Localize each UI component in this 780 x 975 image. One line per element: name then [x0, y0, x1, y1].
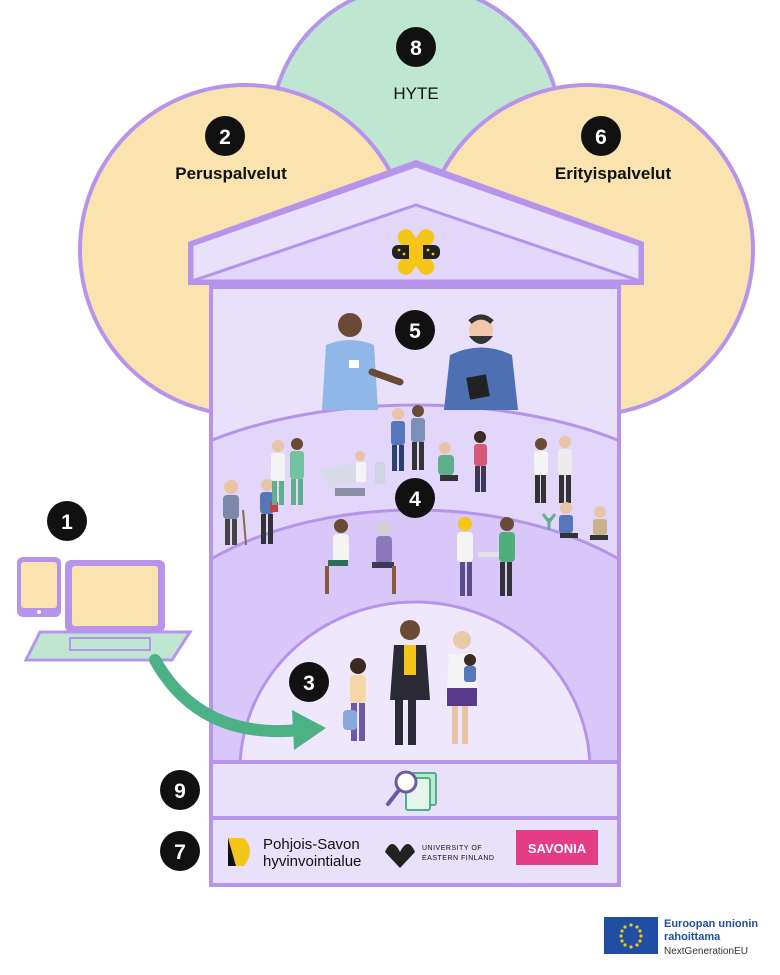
- community-number: 4: [409, 488, 421, 511]
- hyte-badge: 8: [396, 27, 436, 67]
- peruspalvelut-number: 2: [219, 126, 231, 149]
- digital-badge: 1: [47, 501, 87, 541]
- eu-funding-logo: Euroopan unionin rahoittama NextGenerati…: [604, 917, 758, 957]
- specialists-badge: 5: [395, 310, 435, 350]
- community-people-illustration: [223, 405, 608, 596]
- pshva-logo: Pohjois-Savon hyvinvointialue: [228, 836, 361, 870]
- document-search-icon: [386, 770, 437, 811]
- bandage-icon: [392, 229, 440, 275]
- specialist-doctor-illustration: [444, 314, 518, 410]
- hyte-label: HYTE: [393, 84, 438, 103]
- uef-line1: UNIVERSITY OF: [422, 845, 482, 852]
- hyte-number: 8: [410, 37, 422, 60]
- partners-number: 7: [174, 841, 186, 864]
- pshva-line1: Pohjois-Savon: [263, 836, 360, 853]
- uef-logo: UNIVERSITY OF EASTERN FINLAND: [385, 844, 494, 868]
- home-number: 3: [303, 672, 315, 695]
- peruspalvelut-label: Peruspalvelut: [175, 164, 287, 183]
- family-illustration: [343, 620, 478, 745]
- eu-line2: rahoittama: [664, 931, 721, 943]
- pshva-line2: hyvinvointialue: [263, 853, 361, 870]
- eu-line1: Euroopan unionin: [664, 918, 758, 930]
- erityispalvelut-badge: 6: [581, 116, 621, 156]
- eu-stars-icon: [619, 923, 643, 949]
- home-badge: 3: [289, 662, 329, 702]
- specialist-nurse-illustration: [322, 313, 404, 410]
- erityispalvelut-number: 6: [595, 126, 607, 149]
- partners-badge: 7: [160, 831, 200, 871]
- erityispalvelut-label: Erityispalvelut: [555, 164, 672, 183]
- savonia-text: SAVONIA: [528, 841, 587, 856]
- peruspalvelut-badge: 2: [205, 116, 245, 156]
- savonia-logo: SAVONIA: [516, 830, 598, 865]
- phone-icon: [17, 557, 61, 617]
- eu-line3: NextGenerationEU: [664, 946, 748, 957]
- research-number: 9: [174, 780, 186, 803]
- green-arrow-icon: [149, 654, 326, 750]
- research-badge: 9: [160, 770, 200, 810]
- specialists-number: 5: [409, 320, 421, 343]
- uef-line2: EASTERN FINLAND: [422, 855, 494, 862]
- community-badge: 4: [395, 478, 435, 518]
- laptop-icon: [23, 560, 193, 662]
- digital-number: 1: [61, 511, 73, 534]
